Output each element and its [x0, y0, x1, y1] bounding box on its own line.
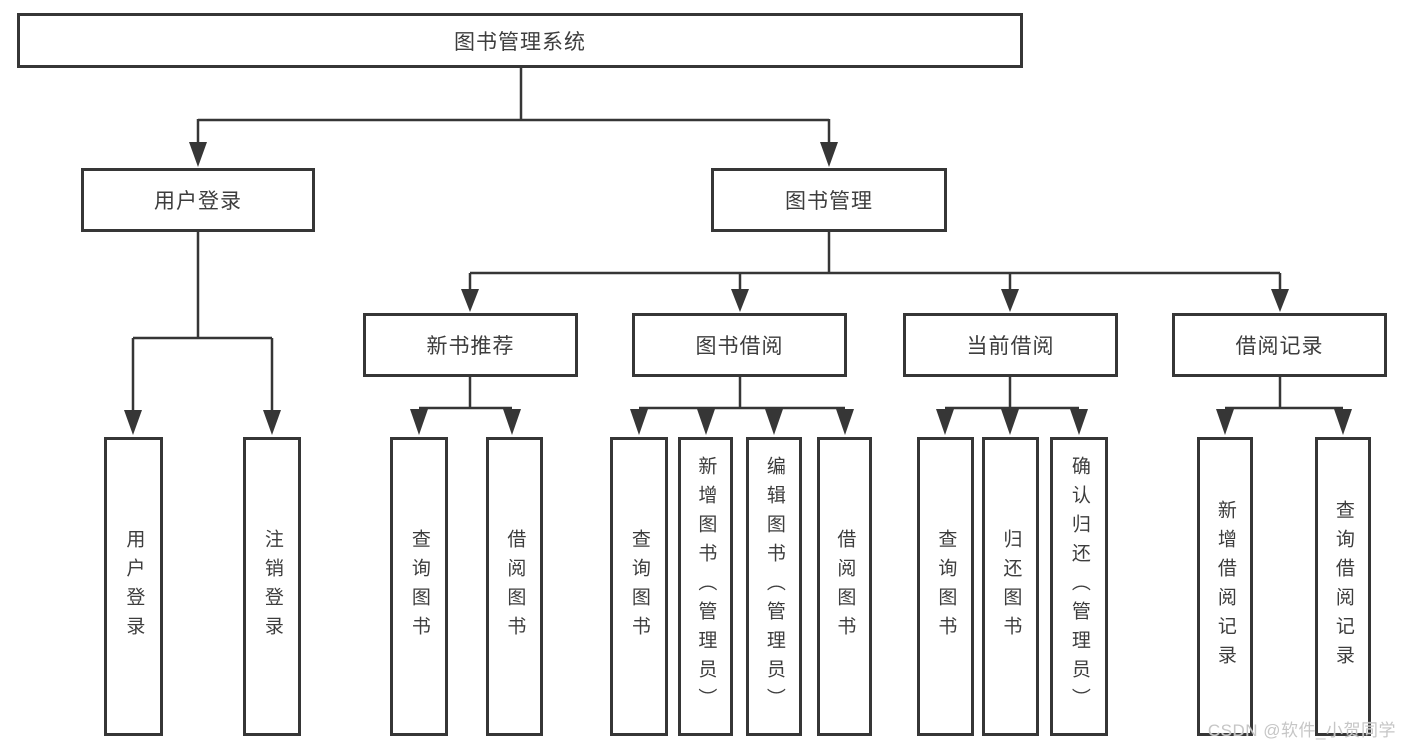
- leaf-query-book-rec: 查询图书: [390, 437, 448, 736]
- node-current-borrow-label: 当前借阅: [966, 335, 1055, 358]
- node-borrow-records-label: 借阅记录: [1235, 335, 1324, 358]
- node-user-login-label: 用户登录: [154, 190, 242, 213]
- node-current-borrow: 当前借阅: [903, 313, 1118, 377]
- node-book-mgmt-label: 图书管理: [785, 190, 873, 213]
- node-book-borrow-label: 图书借阅: [695, 335, 784, 358]
- connector-edges: [131, 68, 1343, 413]
- leaf-query-record: 查询借阅记录: [1315, 437, 1371, 736]
- leaf-return-book: 归还图书: [982, 437, 1039, 736]
- node-root-label: 图书管理系统: [454, 30, 586, 54]
- leaf-borrow-book-borrow-label: 借阅图书: [834, 528, 856, 645]
- leaf-user-login: 用户登录: [104, 437, 163, 736]
- leaf-edit-book-admin: 编辑图书（管理员）: [746, 437, 802, 736]
- node-borrow-records: 借阅记录: [1172, 313, 1387, 377]
- leaf-add-record-label: 新增借阅记录: [1214, 499, 1236, 674]
- leaf-add-record: 新增借阅记录: [1197, 437, 1253, 736]
- leaf-borrow-book-borrow: 借阅图书: [817, 437, 872, 736]
- node-book-mgmt: 图书管理: [711, 168, 947, 232]
- leaf-edit-book-admin-label: 编辑图书（管理员）: [763, 456, 785, 717]
- leaf-query-book-current: 查询图书: [917, 437, 974, 736]
- leaf-logout-label: 注销登录: [261, 528, 283, 645]
- node-user-login: 用户登录: [81, 168, 315, 232]
- leaf-query-book-borrow: 查询图书: [610, 437, 668, 736]
- leaf-confirm-return-admin: 确认归还（管理员）: [1050, 437, 1108, 736]
- node-root: 图书管理系统: [17, 13, 1023, 68]
- arrow-down-icons: [124, 142, 1352, 435]
- leaf-add-book-admin-label: 新增图书（管理员）: [695, 456, 717, 717]
- leaf-logout: 注销登录: [243, 437, 301, 736]
- node-book-borrow: 图书借阅: [632, 313, 847, 377]
- leaf-query-book-rec-label: 查询图书: [408, 528, 430, 645]
- node-new-book-rec-label: 新书推荐: [426, 335, 515, 358]
- leaf-return-book-label: 归还图书: [1000, 528, 1022, 645]
- leaf-query-book-current-label: 查询图书: [935, 528, 957, 645]
- leaf-borrow-book-rec: 借阅图书: [486, 437, 543, 736]
- leaf-query-book-borrow-label: 查询图书: [628, 528, 650, 645]
- leaf-borrow-book-rec-label: 借阅图书: [504, 528, 526, 645]
- leaf-add-book-admin: 新增图书（管理员）: [678, 437, 733, 736]
- node-new-book-rec: 新书推荐: [363, 313, 578, 377]
- csdn-watermark: CSDN @软件_小贺同学: [1207, 721, 1396, 740]
- leaf-confirm-return-admin-label: 确认归还（管理员）: [1068, 456, 1090, 717]
- leaf-user-login-label: 用户登录: [123, 528, 145, 645]
- leaf-query-record-label: 查询借阅记录: [1332, 499, 1354, 674]
